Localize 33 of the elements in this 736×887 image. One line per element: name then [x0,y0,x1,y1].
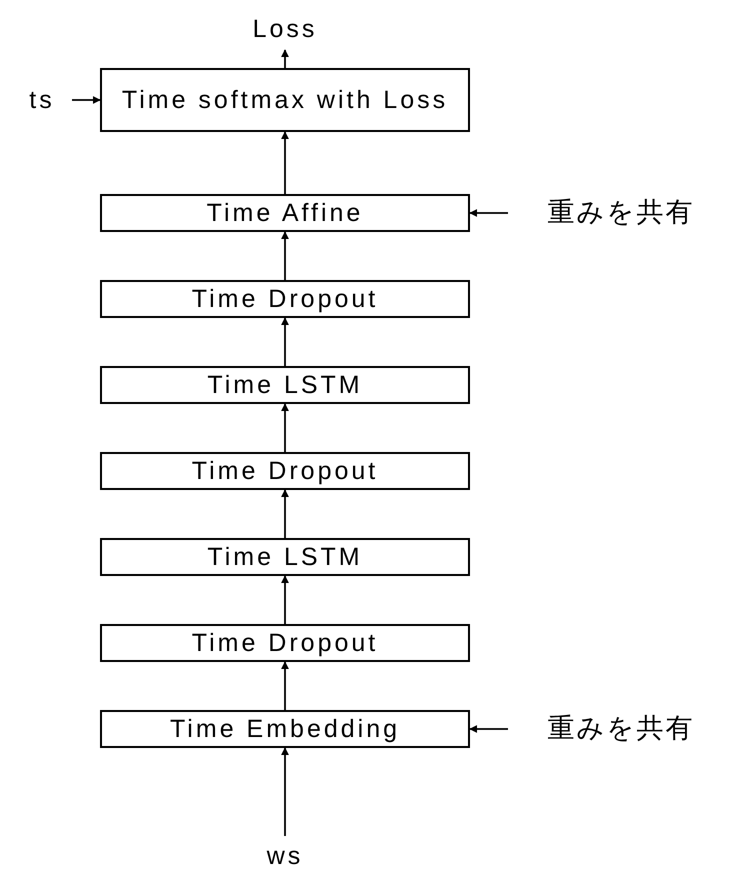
layer-label: Time Dropout [192,284,378,315]
node-label: 重みを共有 [548,712,694,746]
node-label: ws [266,840,304,872]
layer-box [100,624,470,662]
layer-label: Time softmax with Loss [122,84,448,116]
node-label: ts [29,84,55,116]
layer-box [100,194,470,232]
arrow [281,403,289,452]
layer-box [100,710,470,748]
arrow [281,131,289,194]
arrow [281,231,289,280]
layer-label: Time Embedding [170,714,400,745]
arrow [281,747,289,836]
arrow [281,49,289,68]
layer-label: Time LSTM [207,370,363,401]
layer-label: Time Dropout [192,628,378,659]
layer-label: Time LSTM [207,542,363,573]
layer-box [100,68,470,132]
layer-box [100,280,470,318]
arrow [281,575,289,624]
arrow [469,209,508,217]
arrow [469,725,508,733]
node-label: Loss [252,14,318,45]
layer-label: Time Affine [206,198,364,229]
layer-box [100,452,470,490]
layer-label: Time Dropout [192,456,378,487]
node-label: 重みを共有 [548,196,694,230]
arrow [281,317,289,366]
arrow [281,489,289,538]
arrow [72,96,101,104]
layer-box [100,538,470,576]
layer-box [100,366,470,404]
arrow [281,661,289,710]
